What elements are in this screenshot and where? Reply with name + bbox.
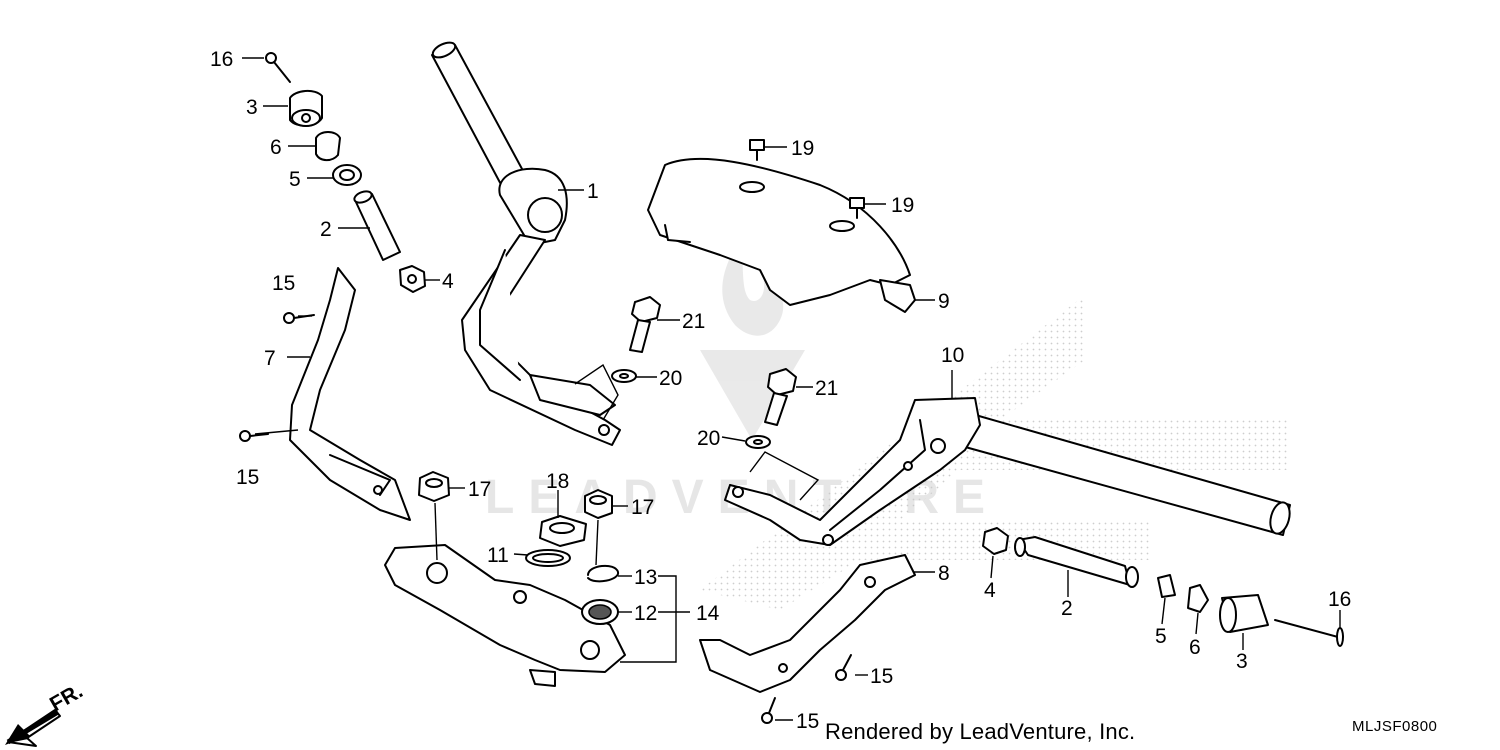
right-bar-end-bolt — [1274, 619, 1344, 647]
callout-3-left: 3 — [246, 96, 258, 119]
callout-12: 12 — [634, 602, 657, 625]
callout-18: 18 — [546, 470, 569, 493]
left-rubber-ring — [332, 164, 362, 186]
leader-lines — [242, 57, 1341, 721]
diagram-code: MLJSF0800 — [1352, 718, 1438, 735]
bridge-nut-a — [418, 471, 450, 502]
callout-17-a: 17 — [468, 478, 491, 501]
callout-21-a: 21 — [682, 310, 705, 333]
callout-6-left: 6 — [270, 136, 282, 159]
right-shaft-nut — [982, 527, 1009, 555]
callout-17-b: 17 — [631, 496, 654, 519]
callout-15-a: 15 — [272, 272, 295, 295]
callout-5-left: 5 — [289, 168, 301, 191]
left-handlebar-cover — [289, 267, 411, 521]
upper-holder-bolt-a — [629, 296, 661, 353]
left-cover-screw-upper — [283, 312, 315, 324]
dust-seal — [525, 549, 571, 567]
left-cover-screw-lower — [239, 430, 269, 442]
right-collar — [1187, 584, 1209, 613]
bridge-nut-b — [584, 489, 613, 519]
callout-7: 7 — [264, 347, 276, 370]
top-cover-bolt-a — [749, 139, 765, 161]
callout-20-b: 20 — [697, 427, 720, 450]
steering-stem-nut — [539, 515, 587, 547]
callout-14: 14 — [696, 602, 720, 625]
washer-b — [745, 435, 771, 449]
left-shaft-nut — [399, 265, 426, 293]
upper-holder-bolt-b — [764, 368, 797, 426]
callout-21-b: 21 — [815, 377, 838, 400]
callout-15-b: 15 — [236, 466, 259, 489]
snap-ring — [587, 564, 619, 583]
callout-8: 8 — [938, 562, 950, 585]
callout-4-right: 4 — [984, 579, 996, 602]
right-cover-screw-b — [761, 697, 776, 724]
front-direction-arrow — [5, 709, 61, 747]
render-credit: Rendered by LeadVenture, Inc. — [825, 719, 1136, 744]
callout-3-right: 3 — [1236, 650, 1248, 673]
callout-10: 10 — [941, 344, 964, 367]
callout-16-right: 16 — [1328, 588, 1351, 611]
callout-2-right: 2 — [1061, 597, 1073, 620]
callout-20-a: 20 — [659, 367, 682, 390]
callout-1: 1 — [587, 180, 599, 203]
washer-a — [611, 369, 637, 383]
bearing — [581, 599, 619, 625]
callout-19-b: 19 — [891, 194, 914, 217]
right-cover-screw-a — [835, 654, 852, 681]
left-bar-end-weight — [289, 90, 323, 127]
callout-15-c: 15 — [870, 665, 893, 688]
right-weight-shaft — [1014, 536, 1139, 588]
callout-9: 9 — [938, 290, 950, 313]
right-handlebar-cover — [699, 554, 916, 693]
upper-bridge — [384, 544, 626, 687]
callout-6-right: 6 — [1189, 636, 1201, 659]
right-bar-end-weight — [1219, 594, 1269, 633]
left-collar — [315, 131, 341, 162]
callout-numbers: 16 3 6 5 2 4 1 19 19 9 21 20 21 20 10 15… — [210, 48, 1351, 733]
callout-2-left: 2 — [320, 218, 332, 241]
callout-13: 13 — [634, 566, 657, 589]
left-handlebar — [431, 41, 621, 446]
top-bridge-cover — [647, 157, 916, 313]
callout-15-d: 15 — [796, 710, 819, 733]
right-handlebar — [724, 397, 1291, 546]
top-cover-bolt-b — [849, 197, 865, 219]
callout-11: 11 — [487, 544, 509, 567]
callout-16-left: 16 — [210, 48, 233, 71]
callout-4-left: 4 — [442, 270, 454, 293]
right-rubber-ring — [1157, 574, 1176, 598]
callout-19-a: 19 — [791, 137, 814, 160]
left-weight-shaft — [353, 190, 401, 261]
left-bar-end-bolt — [265, 52, 291, 83]
callout-5-right: 5 — [1155, 625, 1167, 648]
